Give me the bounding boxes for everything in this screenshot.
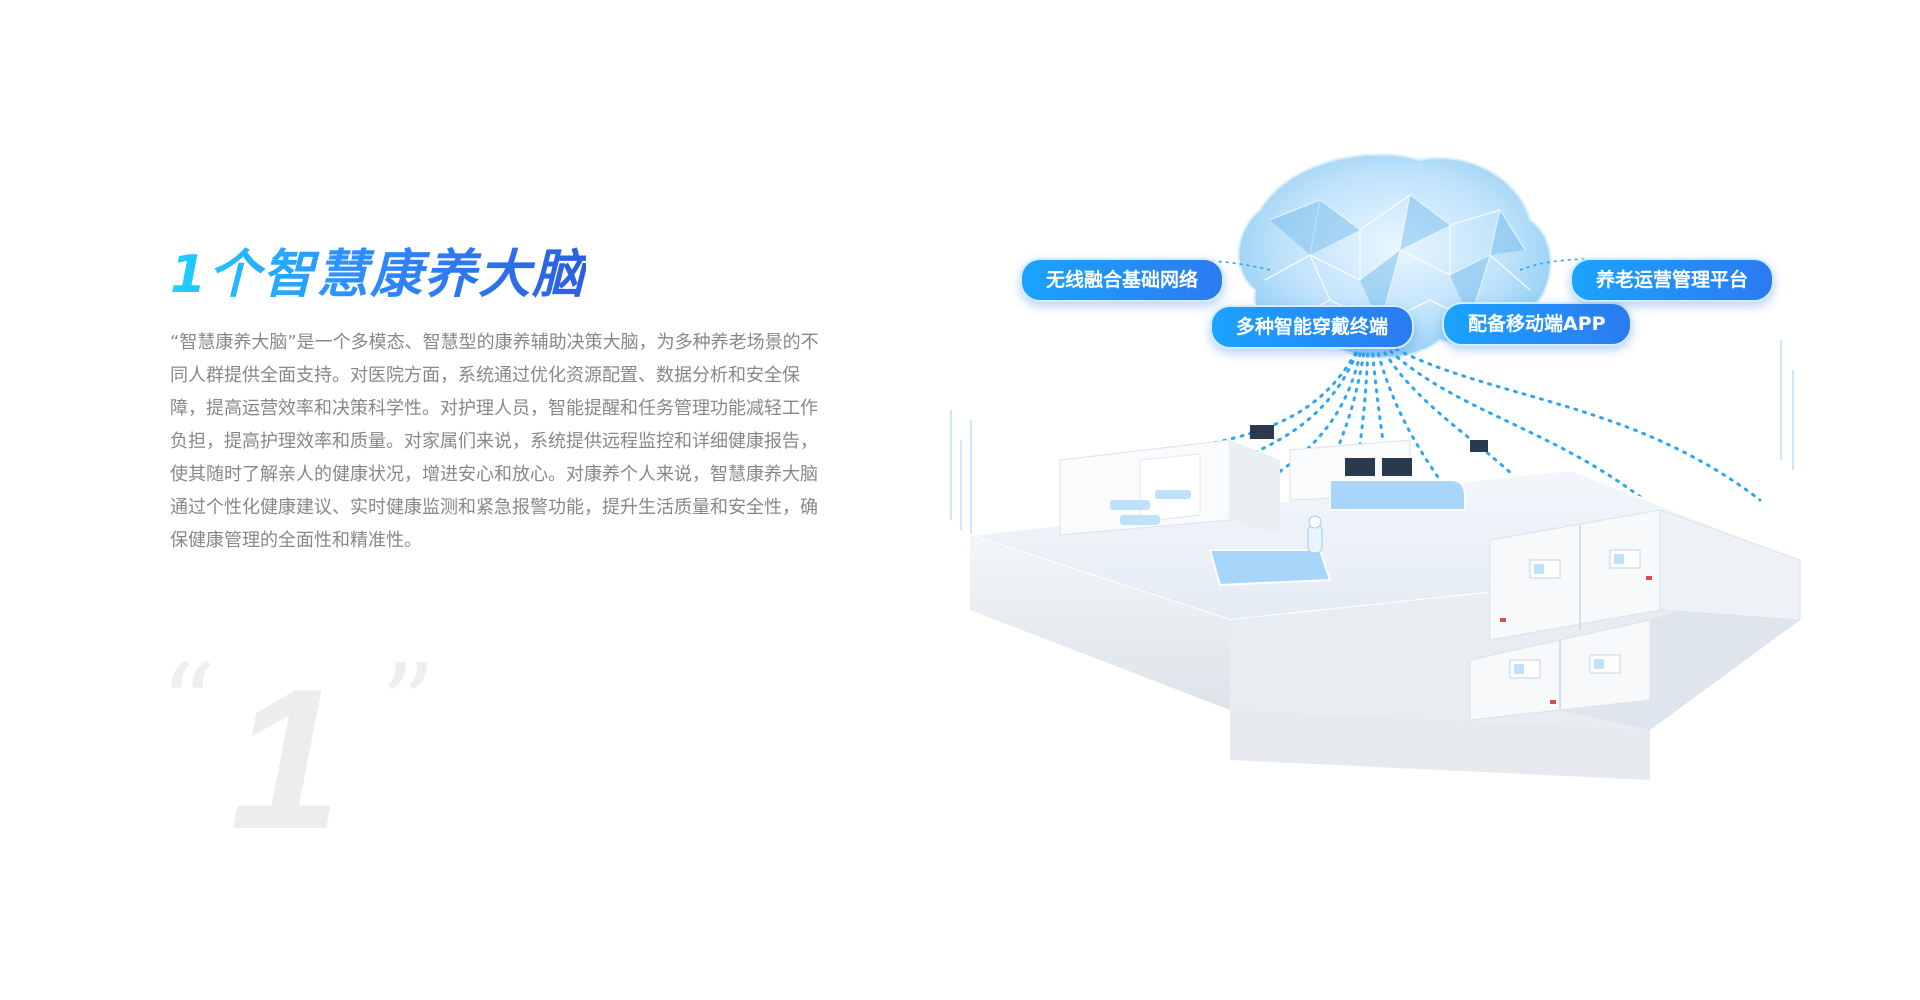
- big-number: 1: [230, 648, 342, 871]
- close-quote: ”: [380, 640, 437, 768]
- tag-operations-platform: 养老运营管理平台: [1570, 258, 1775, 302]
- big-number-decoration: “ 1 ”: [160, 640, 436, 871]
- description-text: “智慧康养大脑”是一个多模态、智慧型的康养辅助决策大脑，为多种养老场景的不同人群…: [170, 332, 819, 551]
- tag-wireless-network: 无线融合基础网络: [1020, 258, 1225, 302]
- open-quote: “: [160, 640, 217, 768]
- tag-wearables: 多种智能穿戴终端: [1210, 305, 1415, 349]
- smart-care-illustration: 无线融合基础网络 多种智能穿戴终端 配备移动端APP 养老运营管理平台: [930, 140, 1810, 860]
- tag-mobile-app: 配备移动端APP: [1442, 302, 1632, 346]
- code-rain: [950, 340, 1794, 540]
- floor-plan-model: [969, 425, 1801, 780]
- illustration-svg: [950, 153, 1801, 780]
- page-title: 1个智慧康养大脑: [170, 232, 586, 307]
